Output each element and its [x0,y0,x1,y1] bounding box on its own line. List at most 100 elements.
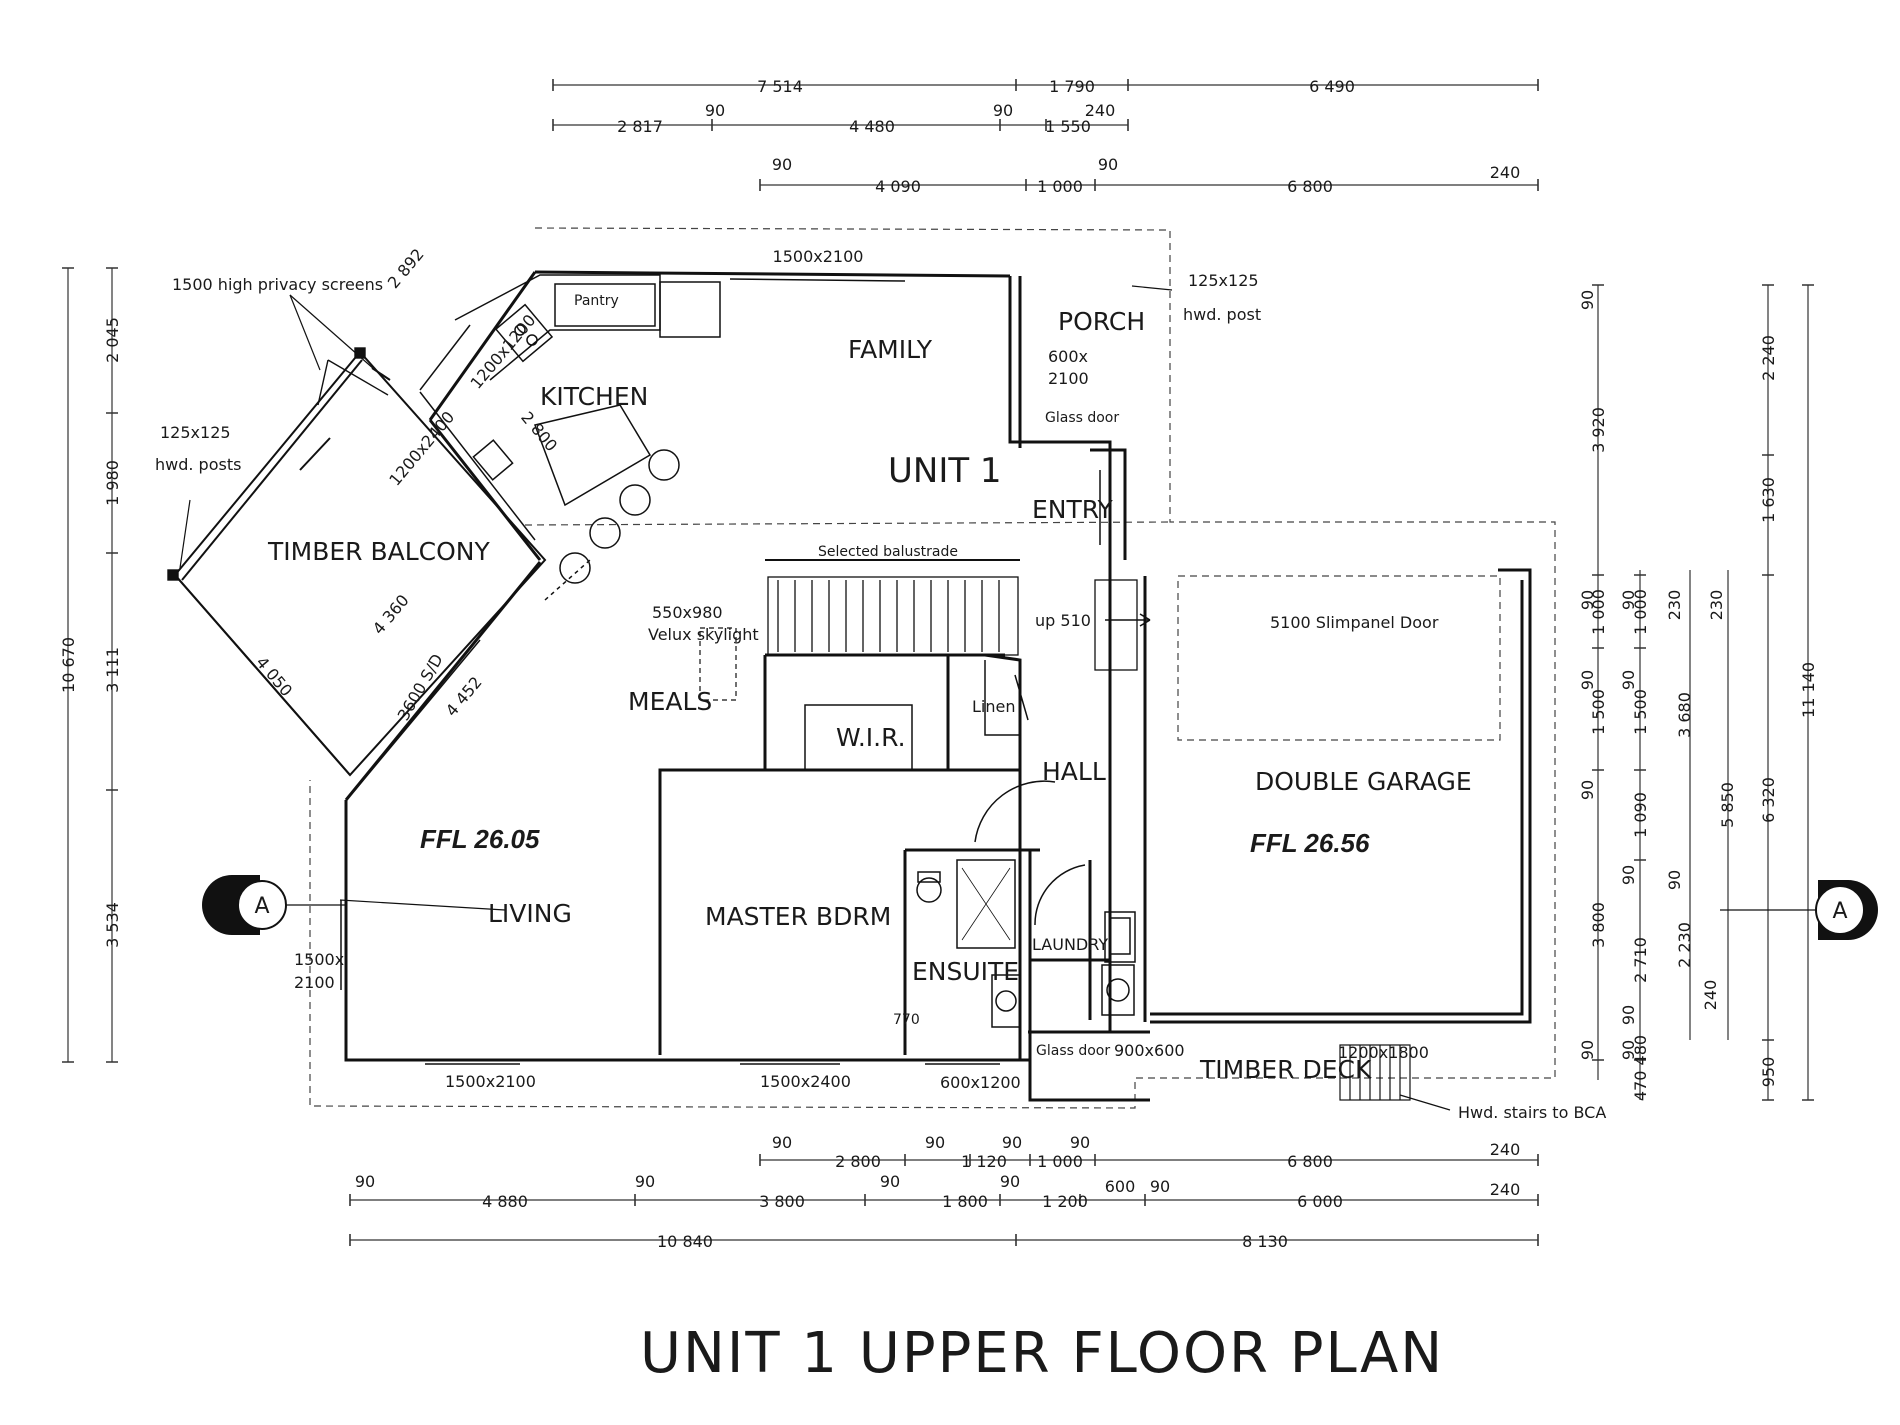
dimension-texts: 7 514 1 790 6 490 2 817 90 4 480 90 1 55… [355,77,1520,1251]
section-label-left: A [254,894,269,919]
skylight [699,627,737,701]
annotations: 1500 high privacy screens 125x125 hwd. p… [155,271,1606,1122]
dim-r2-g: 2 710 [1631,937,1650,983]
opening-living-window: 1500x2100 [445,1072,536,1091]
dim-top1-c: 6 490 [1309,77,1355,96]
dim-top2-f: 240 [1085,101,1116,120]
dim-bot2-c: 90 [635,1172,655,1191]
opening-kitchen-window-b: 1200x2400 [385,408,458,490]
balcony-dim-4452: 4 452 [442,673,486,720]
site-boundary [309,227,1556,1109]
room-laundry: LAUNDRY [1032,935,1108,954]
unit-label: UNIT 1 [888,451,1002,491]
dim-bot2-g: 90 [1000,1172,1020,1191]
section-label-right: A [1832,899,1847,924]
room-pantry: Pantry [574,293,619,309]
dim-bot2-h: 1 200 [1042,1192,1088,1211]
dim-r2-h: 90 [1619,1005,1638,1025]
dim-r4-b: 5 850 [1718,782,1737,828]
dim-bot2-b: 4 880 [482,1192,528,1211]
kitchen-dim-2800: 2 800 [517,408,561,455]
dim-top3-a: 90 [772,155,792,174]
dim-r1-d: 1 000 [1589,589,1608,635]
dim-r3-b: 3 680 [1675,692,1694,738]
dim-bot1-f: 1 000 [1037,1152,1083,1171]
balcony-dim-2892: 2 892 [384,245,428,292]
up-note: up 510 [1035,611,1091,630]
room-linen: Linen [972,697,1015,716]
glass-door-deck: Glass door [1036,1043,1110,1059]
dim-bot2-f: 1 800 [942,1192,988,1211]
dim-left-a: 2 045 [103,317,122,363]
dim-bot1-d: 1 120 [961,1152,1007,1171]
dim-left-outer: 10 670 [59,637,78,693]
room-kitchen: KITCHEN [540,382,648,411]
dimension-lines [62,79,1814,1246]
dim-r3-a: 230 [1665,590,1684,621]
dim-bot2-i: 600 [1105,1177,1136,1196]
dim-r5-b: 1 630 [1759,477,1778,523]
dim-r1-e: 90 [1578,670,1597,690]
dim-bot2-j: 90 [1150,1177,1170,1196]
ensuite-fittings [916,780,1086,1028]
section-marker-right: A [1720,880,1878,940]
dim-bot2-a: 90 [355,1172,375,1191]
room-ensuite: ENSUITE [912,957,1019,986]
room-entry: ENTRY [1032,495,1114,524]
dim-top2-d: 90 [993,101,1013,120]
stairs-note: Hwd. stairs to BCA [1458,1103,1606,1122]
opening-bdrm-window: 1500x2400 [760,1072,851,1091]
dim-r1-c: 90 [1578,590,1597,610]
balustrade-note: Selected balustrade [818,544,958,560]
dim-bot3-b: 8 130 [1242,1232,1288,1251]
room-wir: W.I.R. [836,723,906,752]
privacy-screens-note: 1500 high privacy screens [172,275,383,294]
dim-top3-f: 240 [1490,163,1521,182]
dim-r2-j: 470 480 [1631,1035,1650,1101]
dim-r3-d: 2 230 [1675,922,1694,968]
garage-door-note: 5100 Slimpanel Door [1270,613,1439,632]
dim-bot2-e: 90 [880,1172,900,1191]
dim-bot2-l: 240 [1490,1180,1521,1199]
dim-bot2-k: 6 000 [1297,1192,1343,1211]
opening-deck-window: 1200x1800 [1338,1043,1429,1062]
room-hall: HALL [1042,757,1106,786]
room-timber-balcony: TIMBER BALCONY [267,537,490,566]
dim-r2-e: 1 090 [1631,792,1650,838]
hwd-posts-note-2: hwd. posts [155,455,241,474]
stairs [765,559,1151,671]
dim-top3-e: 6 800 [1287,177,1333,196]
room-porch: PORCH [1058,307,1145,336]
dim-r2-c: 90 [1619,670,1638,690]
dim-left-b: 1 980 [103,460,122,506]
hwd-posts-note-1: 125x125 [160,423,231,442]
leader-lines [179,285,1451,1111]
dim-top3-b: 4 090 [875,177,921,196]
room-double-garage: DOUBLE GARAGE [1255,767,1472,796]
dim-r2-d: 1 500 [1631,689,1650,735]
dim-bot1-b: 2 800 [835,1152,881,1171]
windows [340,278,1101,1065]
dim-r1-b: 3 920 [1589,407,1608,453]
opening-family-window: 1500x2100 [773,247,864,266]
dim-top2-c: 4 480 [849,117,895,136]
dim-bot1-a: 90 [772,1133,792,1152]
dim-top1-b: 1 790 [1049,77,1095,96]
dim-top1-a: 7 514 [757,77,803,96]
deck-stairs [1339,1044,1411,1101]
dim-r6-a: 11 140 [1799,662,1818,718]
dim-r1-i: 90 [1578,1040,1597,1060]
vertical-dimension-texts: 10 670 2 045 1 980 3 111 3 534 90 3 920 … [59,290,1818,1101]
room-labels: UNIT 1 FAMILY KITCHEN Pantry PORCH ENTRY… [267,293,1472,1084]
balcony-dim-4360: 4 360 [369,591,413,638]
dim-bot1-i: 240 [1490,1140,1521,1159]
opening-laundry-window: 900x600 [1114,1041,1185,1060]
opening-porch-a: 600x [1048,347,1088,366]
room-meals: MEALS [628,687,712,716]
dim-top2-b: 90 [705,101,725,120]
dim-r3-c: 90 [1665,870,1684,890]
glass-door-porch: Glass door [1045,410,1119,426]
dim-r1-g: 90 [1578,780,1597,800]
dim-r5-a: 2 240 [1759,335,1778,381]
